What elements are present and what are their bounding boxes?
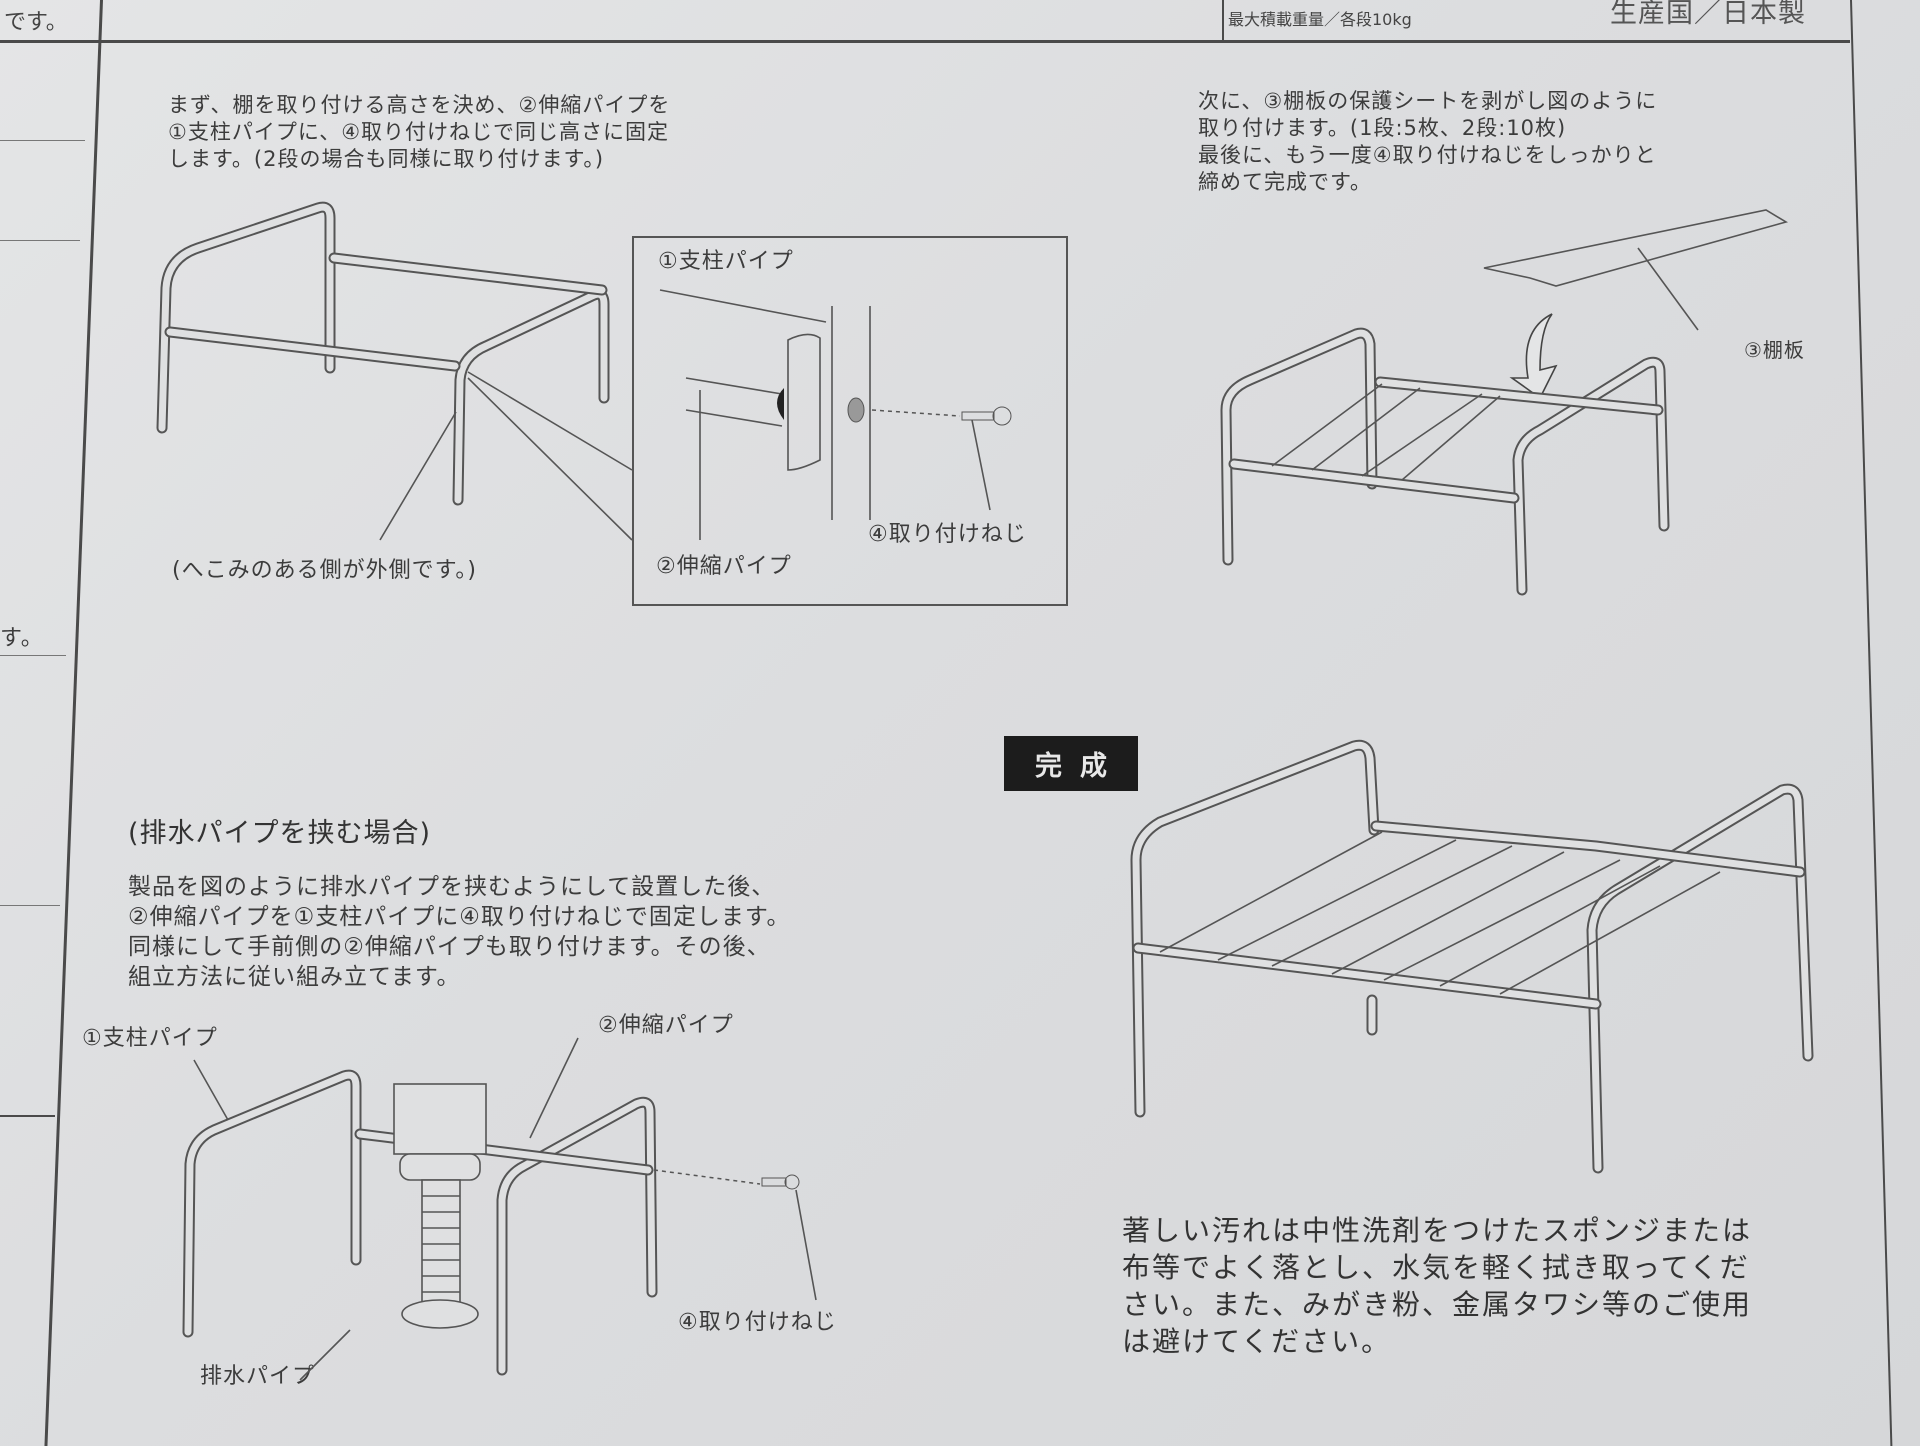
detail-label-telescopic: ②伸縮パイプ (656, 554, 792, 579)
step1-frame-illustration (156, 201, 633, 541)
margin-rule-4 (0, 905, 60, 906)
header-bottom-rule (0, 40, 1850, 43)
complete-badge: 完成 (1004, 736, 1138, 791)
completed-shelf-illustration (1130, 739, 1814, 1174)
margin-rule-5 (0, 1115, 55, 1117)
drain-label-drain: 排水パイプ (200, 1364, 316, 1389)
margin-rule-1 (0, 140, 85, 141)
detail-joint-illustration (659, 289, 1012, 540)
drain-case-instruction: 製品を図のように排水パイプを挟むようにして設置した後、 ②伸縮パイプを①支柱パイ… (128, 874, 791, 990)
step2-label-board: ③棚板 (1744, 338, 1805, 362)
step1-note: (へこみのある側が外側です。) (172, 558, 477, 583)
step2-shelf-illustration (1220, 209, 1789, 596)
header-divider (1222, 0, 1224, 40)
detail-label-screw: ④取り付けねじ (868, 522, 1027, 547)
header-origin: 生産国／日本製 (1610, 0, 1806, 29)
drain-label-post: ①支柱パイプ (82, 1026, 218, 1051)
drain-case-illustration (182, 1037, 817, 1381)
step2-instruction: 次に、③棚板の保護シートを剥がし図のように 取り付けます。(1段:5枚、2段:1… (1198, 89, 1658, 194)
detail-label-post: ①支柱パイプ (658, 249, 794, 274)
detail-callout-box (632, 236, 1068, 606)
drain-label-telescopic: ②伸縮パイプ (598, 1013, 734, 1038)
drain-case-title: (排水パイプを挟む場合) (128, 818, 432, 849)
margin-rule-3 (0, 655, 66, 656)
drain-label-screw: ④取り付けねじ (678, 1310, 837, 1335)
step1-instruction: まず、棚を取り付ける高さを決め、②伸縮パイプを ①支柱パイプに、④取り付けねじで… (168, 93, 671, 171)
care-instructions: 著しい汚れは中性洗剤をつけたスポンジまたは 布等でよく落とし、水気を軽く拭き取っ… (1122, 1214, 1753, 1358)
margin-rule-2 (0, 240, 80, 241)
header-spec-line: 最大積載重量／各段10kg (1228, 10, 1412, 29)
margin-fragment: す。 (0, 626, 44, 651)
header-left-fragment: です。 (4, 10, 68, 35)
